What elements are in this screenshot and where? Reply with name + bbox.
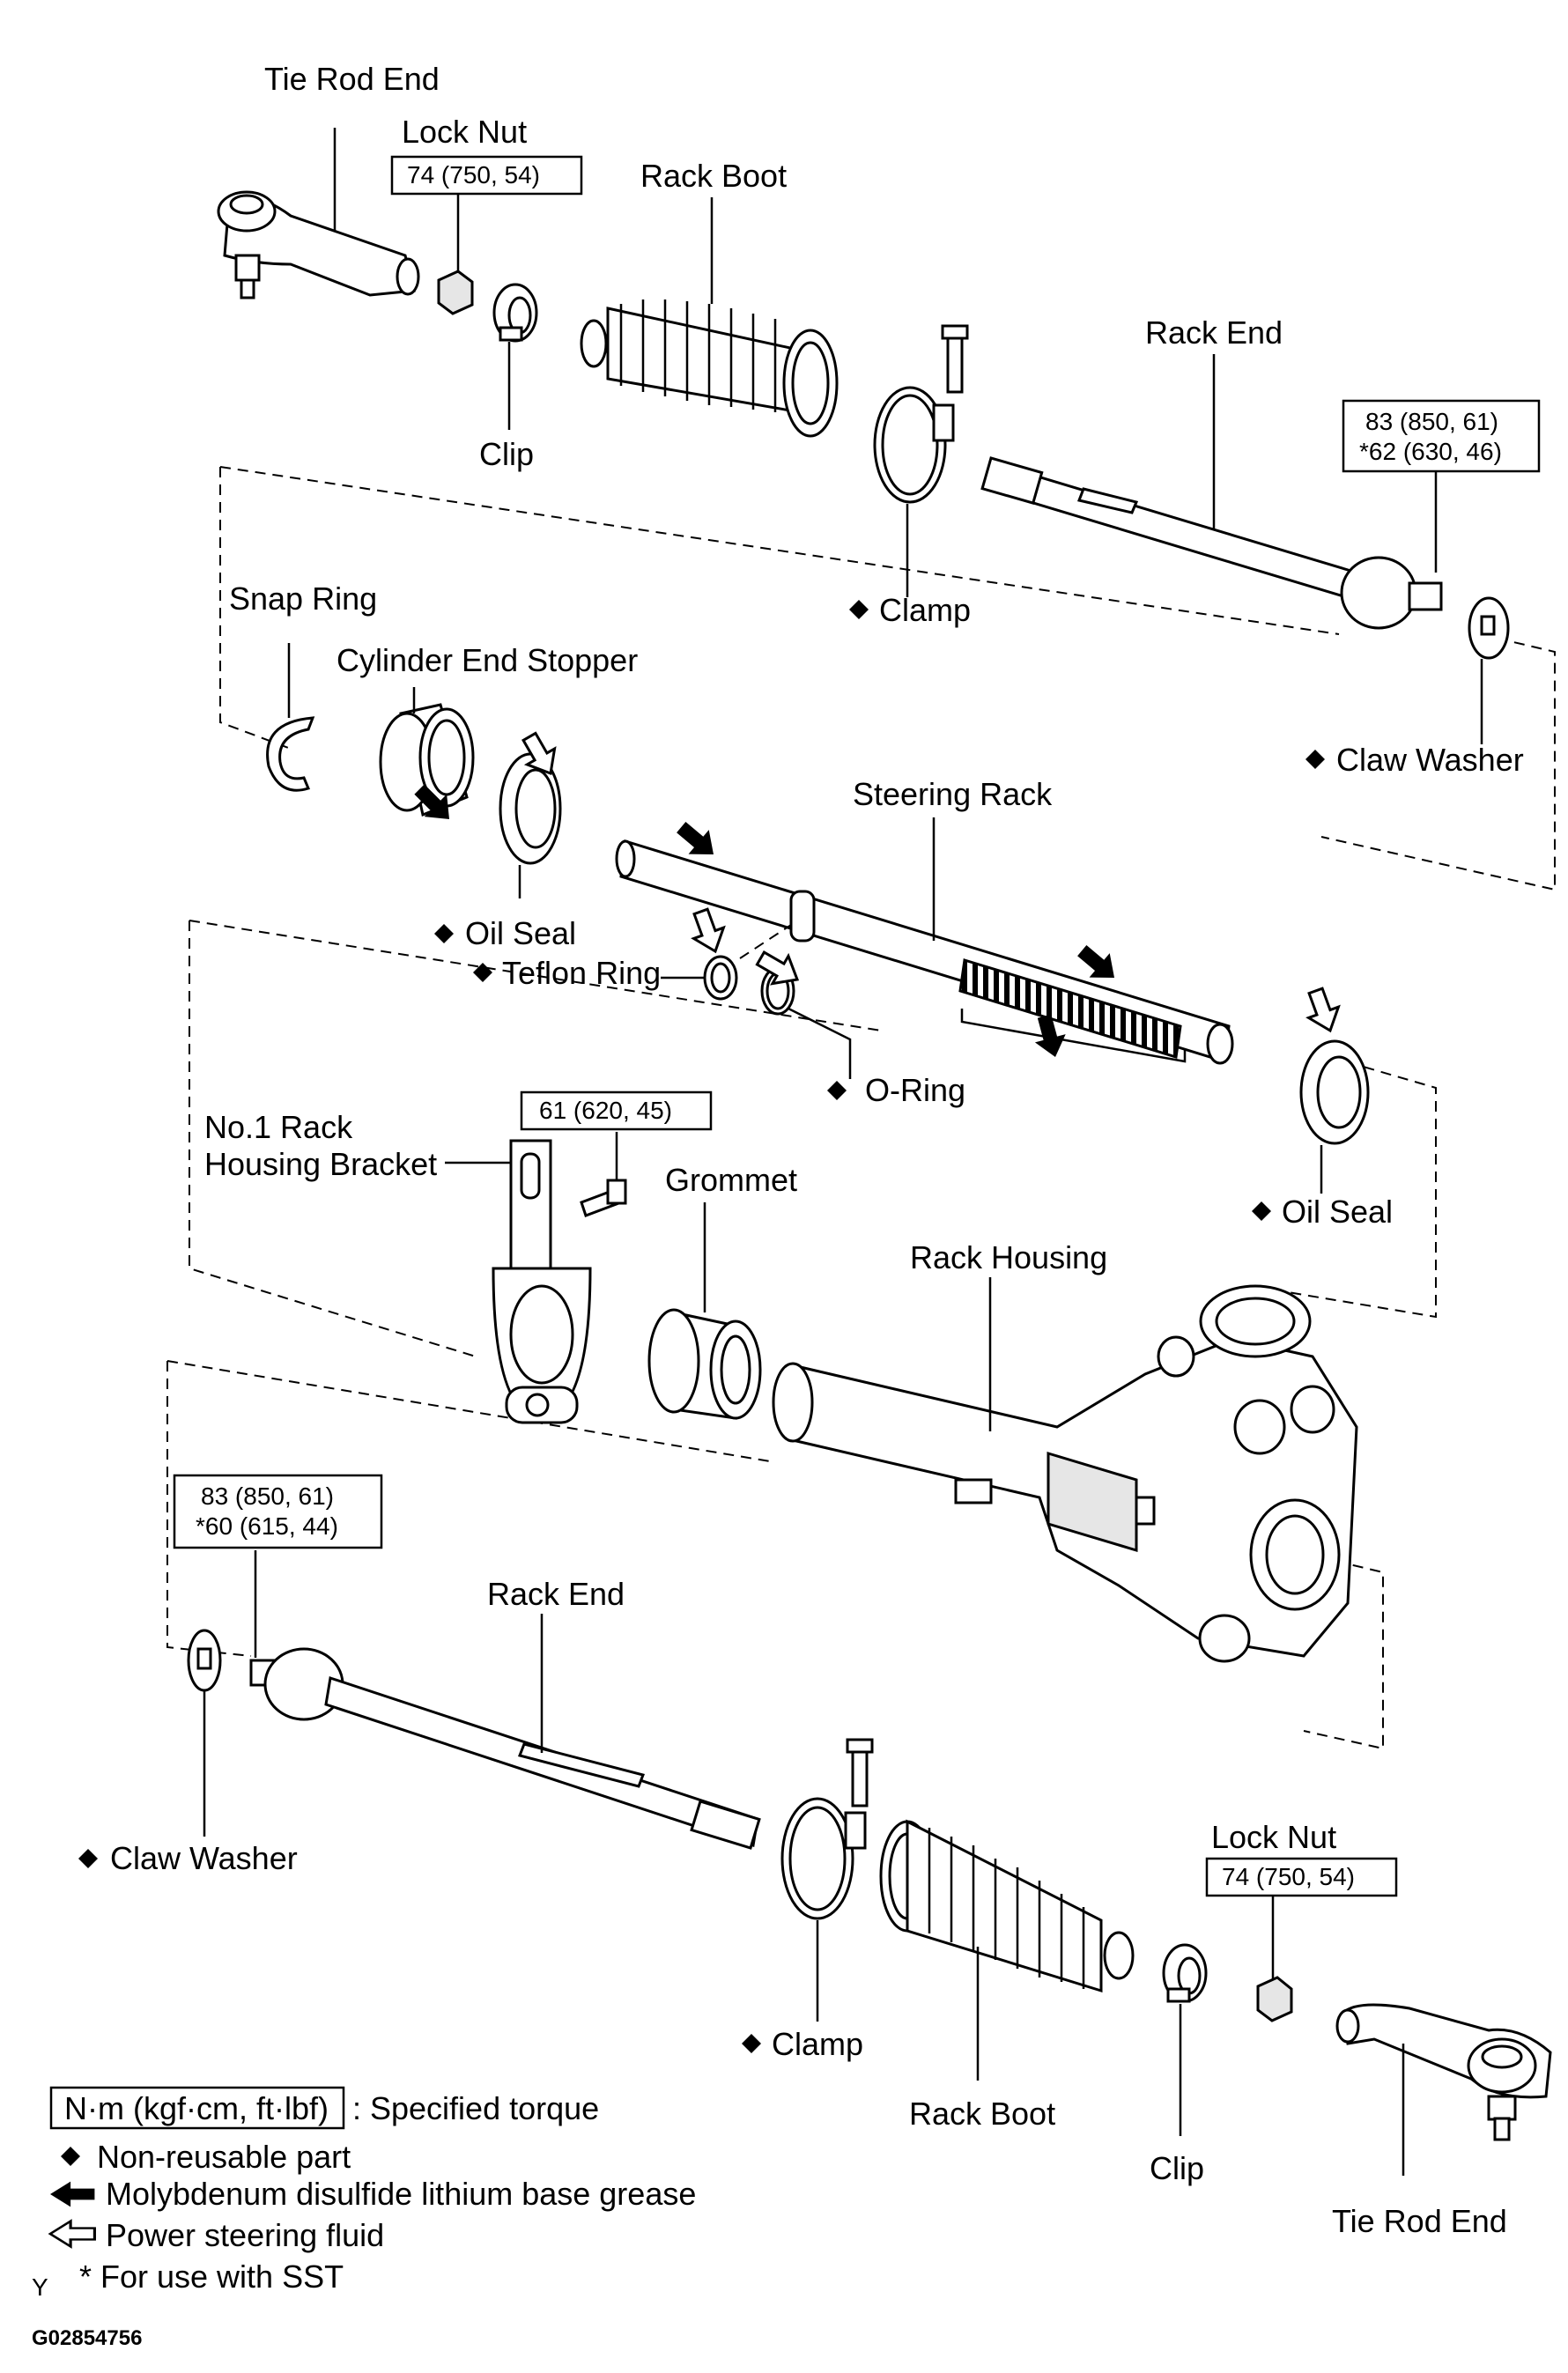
claw-washer-top <box>1468 596 1510 660</box>
oil-seal-left <box>499 727 566 865</box>
label-clip-top: Clip <box>479 436 534 472</box>
rack-housing <box>772 1284 1358 1663</box>
label-rack-end-top: Rack End <box>1145 314 1283 351</box>
label-tie-rod-end-top: Tie Rod End <box>264 61 440 97</box>
cylinder-end-stopper <box>379 703 475 831</box>
torque-rack-end-bottom-2: *60 (615, 44) <box>196 1512 338 1540</box>
teflon-ring <box>684 905 738 1001</box>
rack-boot-bottom <box>879 1819 1135 1993</box>
legend-grease: Molybdenum disulfide lithium base grease <box>106 2176 696 2212</box>
torque-rack-end-bottom-1: 83 (850, 61) <box>201 1482 334 1510</box>
label-clamp-bottom: Clamp <box>772 2026 863 2062</box>
label-rack-housing: Rack Housing <box>910 1239 1107 1275</box>
label-teflon-ring: Teflon Ring <box>502 955 661 991</box>
label-lock-nut-bottom: Lock Nut <box>1211 1819 1336 1855</box>
legend-torque-units: N·m (kgf·cm, ft·lbf) <box>64 2090 329 2126</box>
torque-box-lock-nut-bottom <box>1205 1857 1398 1897</box>
assembly-guide-lines <box>166 466 1556 1750</box>
label-rack-boot-top: Rack Boot <box>640 158 787 194</box>
label-claw-washer-bottom: Claw Washer <box>110 1840 298 1876</box>
snap-ring <box>266 716 315 792</box>
legend-torque-text: : Specified torque <box>352 2090 599 2126</box>
tie-rod-end-bottom <box>1335 2003 1552 2141</box>
label-cylinder-end-stopper: Cylinder End Stopper <box>337 642 638 678</box>
tie-rod-end-top <box>217 190 420 299</box>
rack-housing-bracket <box>492 1139 627 1424</box>
label-steering-rack: Steering Rack <box>853 776 1053 812</box>
torque-rack-end-top-1: 83 (850, 61) <box>1365 408 1498 435</box>
label-grommet: Grommet <box>665 1162 797 1198</box>
label-snap-ring: Snap Ring <box>229 580 377 617</box>
label-clamp-top: Clamp <box>879 592 971 628</box>
torque-bracket: 61 (620, 45) <box>539 1097 672 1124</box>
label-claw-washer-top: Claw Washer <box>1336 742 1524 778</box>
label-bracket-line1: No.1 Rack <box>204 1109 353 1145</box>
clip-top <box>492 283 538 343</box>
leader-o-ring <box>788 1007 852 1079</box>
torque-box-rack-end-bottom <box>173 1474 383 1549</box>
label-tie-rod-end-bottom: Tie Rod End <box>1332 2203 1507 2239</box>
clip-bottom <box>1162 1943 1208 2003</box>
legend: N·m (kgf·cm, ft·lbf) : Specified torque … <box>48 2086 696 2295</box>
grommet <box>647 1308 762 1420</box>
rack-boot-top <box>580 299 839 438</box>
label-clip-bottom: Clip <box>1150 2150 1204 2186</box>
label-oil-seal-left: Oil Seal <box>465 915 576 951</box>
rack-teeth-bracket <box>960 1009 1187 1063</box>
rack-end-bottom <box>249 1647 761 1850</box>
figure-code: G02854756 <box>32 2326 142 2350</box>
legend-fluid: Power steering fluid <box>106 2217 384 2253</box>
y-mark: Y <box>32 2273 48 2301</box>
label-rack-boot-bottom: Rack Boot <box>909 2096 1055 2132</box>
label-o-ring: O-Ring <box>865 1072 965 1108</box>
legend-non-reusable: Non-reusable part <box>97 2139 351 2175</box>
torque-box-rack-end-top <box>1342 399 1541 473</box>
legend-torque-box <box>49 2086 345 2130</box>
rack-end-top <box>980 456 1443 630</box>
lock-nut-bottom <box>1256 1976 1293 2022</box>
oil-seal-right <box>1299 984 1370 1145</box>
label-rack-end-bottom: Rack End <box>487 1576 625 1612</box>
lock-nut-top <box>437 270 474 315</box>
torque-lock-nut-top: 74 (750, 54) <box>407 161 540 189</box>
torque-box-bracket <box>520 1090 713 1131</box>
claw-washer-bottom <box>187 1629 222 1692</box>
label-bracket-line2: Housing Bracket <box>204 1146 437 1182</box>
o-ring <box>751 943 807 1016</box>
legend-sst: * For use with SST <box>79 2258 344 2295</box>
torque-box-lock-nut-top <box>390 155 583 196</box>
torque-lock-nut-bottom: 74 (750, 54) <box>1222 1863 1355 1890</box>
clamp-bottom <box>780 1738 874 1920</box>
label-lock-nut-top: Lock Nut <box>402 114 527 150</box>
torque-rack-end-top-2: *62 (630, 46) <box>1359 438 1502 465</box>
label-oil-seal-right: Oil Seal <box>1282 1194 1393 1230</box>
steering-rack <box>615 815 1234 1065</box>
clamp-top <box>873 324 969 504</box>
